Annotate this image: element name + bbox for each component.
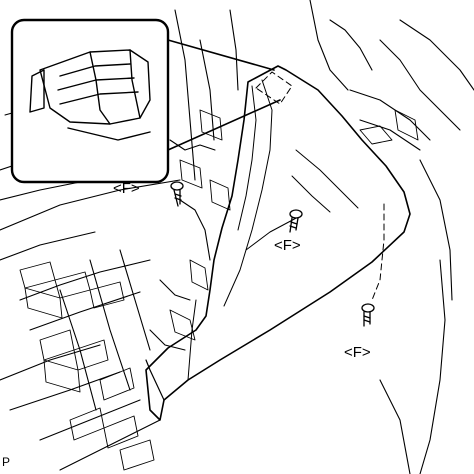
figure-reference-code: P	[2, 455, 11, 469]
clip-detail-inset	[10, 18, 281, 184]
screw-callout-label: <F>	[344, 344, 371, 361]
console-side-panel	[145, 65, 411, 421]
engagement-dash-lines	[255, 71, 385, 301]
screw-callout-label: <F>	[274, 237, 301, 254]
screw-icon	[289, 209, 303, 233]
screw-icon	[170, 181, 184, 207]
hvac-duct-detail	[19, 109, 419, 471]
clip-icon	[29, 49, 151, 141]
screw-callout-label: <F>	[113, 180, 140, 197]
screw-icon	[361, 303, 375, 327]
